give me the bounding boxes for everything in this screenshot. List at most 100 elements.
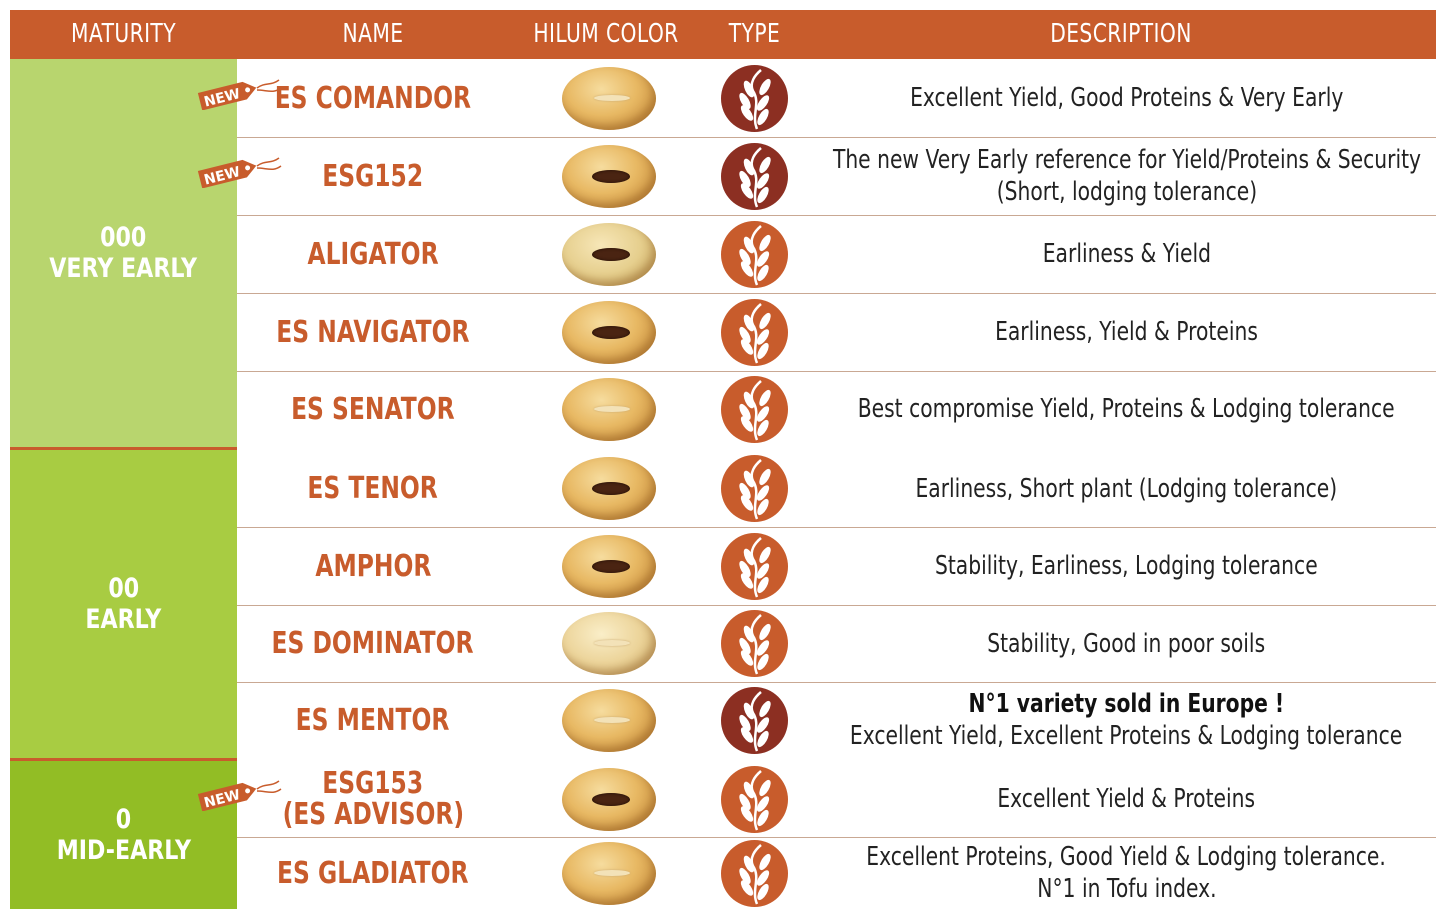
variety-name-text: ESG152 — [322, 158, 424, 194]
variety-name-text: ES SENATOR — [291, 391, 455, 427]
variety-name-text: ESG153 — [322, 766, 424, 801]
maturity-label: VERY EARLY — [49, 253, 198, 284]
hilum-mark — [592, 560, 630, 573]
description-text: Stability, Good in poor soils — [987, 628, 1266, 659]
soybean-seed-image — [562, 67, 656, 130]
header-name: NAME — [342, 19, 404, 49]
table-header: MATURITY NAME HILUM COLOR TYPE DESCRIPTI… — [10, 10, 1436, 59]
variety-name: ES COMANDOR — [237, 59, 509, 137]
hilum-mark — [594, 95, 630, 101]
soybean-plant-icon — [739, 303, 771, 364]
table-row: ESG152 The new Very Early reference for Y… — [197, 137, 1436, 215]
maturity-label: MID-EARLY — [56, 835, 191, 866]
variety-description: Excellent Yield, Good Proteins & Very Ea… — [837, 59, 1416, 137]
variety-description: Excellent Yield & Proteins — [837, 761, 1416, 837]
description-text: Excellent Yield, Excellent Proteins & Lo… — [850, 721, 1403, 751]
plant-type-badge — [721, 840, 788, 907]
hilum-mark — [592, 170, 630, 183]
soybean-plant-icon — [739, 459, 771, 520]
table-row: AMPHOR Stability, Earliness, Lodging tole… — [237, 527, 1436, 605]
soybean-plant-icon — [739, 380, 771, 441]
plant-type-badge — [721, 766, 788, 833]
hilum-mark — [594, 717, 630, 723]
soybean-plant-icon — [739, 225, 771, 286]
description-text: The new Very Early reference for Yield/P… — [832, 145, 1421, 175]
variety-name: ALIGATOR — [237, 215, 509, 293]
plant-type-badge — [721, 143, 788, 210]
row-divider — [237, 837, 1436, 838]
table-row: ES GLADIATOR Excellent Proteins, Good Yie… — [237, 837, 1436, 909]
variety-alt-name: (ES ADVISOR) — [282, 797, 464, 832]
variety-description: Earliness, Short plant (Lodging toleranc… — [837, 450, 1416, 527]
variety-description: N°1 variety sold in Europe !Excellent Yi… — [837, 682, 1416, 758]
soybean-seed-image — [562, 842, 656, 905]
header-hilum-color: HILUM COLOR — [533, 19, 679, 49]
new-badge-label: NEW — [202, 787, 242, 811]
description-highlight: N°1 variety sold in Europe ! — [968, 689, 1285, 719]
maturity-group-mid-early: 0 MID-EARLY — [10, 761, 237, 909]
variety-name: ES TENOR — [237, 450, 509, 527]
soybean-plant-icon — [739, 844, 771, 905]
plant-type-badge — [721, 533, 788, 600]
hilum-mark — [594, 406, 630, 412]
maturity-group-very-early: 000 VERY EARLY — [10, 59, 237, 447]
variety-name: ES MENTOR — [237, 682, 509, 758]
group-divider — [10, 758, 237, 761]
soybean-seed-image — [562, 612, 656, 675]
row-divider — [237, 215, 1436, 216]
variety-description: Stability, Good in poor soils — [837, 605, 1416, 682]
hilum-mark — [592, 482, 630, 495]
variety-name-text: ES TENOR — [307, 471, 439, 506]
soybean-seed-image — [562, 145, 656, 208]
description-text: Stability, Earliness, Lodging tolerance — [935, 551, 1318, 581]
variety-table: MATURITY NAME HILUM COLOR TYPE DESCRIPTI… — [10, 10, 1436, 909]
maturity-label: EARLY — [85, 604, 162, 635]
variety-name-text: AMPHOR — [314, 548, 432, 584]
maturity-group-early: 00 EARLY — [10, 450, 237, 758]
variety-description: Earliness & Yield — [837, 215, 1416, 293]
variety-description: Excellent Proteins, Good Yield & Lodging… — [837, 837, 1416, 909]
table-row: ES TENOR Earliness, Short plant (Lodging … — [237, 450, 1436, 527]
soybean-seed-image — [562, 535, 656, 598]
maturity-code: 000 — [100, 222, 147, 253]
variety-name-text: ES GLADIATOR — [277, 855, 469, 891]
soybean-plant-icon — [739, 147, 771, 208]
row-divider — [237, 527, 1436, 528]
variety-description: Earliness, Yield & Proteins — [837, 293, 1416, 371]
description-text: Best compromise Yield, Proteins & Lodgin… — [858, 394, 1395, 424]
soybean-plant-icon — [739, 691, 771, 752]
soybean-plant-icon — [739, 770, 771, 831]
soybean-plant-icon — [739, 537, 771, 598]
plant-type-badge — [721, 455, 788, 522]
variety-description: Best compromise Yield, Proteins & Lodgin… — [837, 371, 1416, 447]
row-divider — [237, 293, 1436, 294]
maturity-code: 0 — [115, 804, 132, 835]
plant-type-badge — [721, 221, 788, 288]
variety-name-text: ALIGATOR — [307, 236, 439, 272]
header-maturity: MATURITY — [70, 19, 176, 49]
table-row: ES NAVIGATOR Earliness, Yield & Proteins — [237, 293, 1436, 371]
plant-type-badge — [721, 610, 788, 677]
soybean-seed-image — [562, 301, 656, 364]
variety-name-text: ES MENTOR — [296, 702, 450, 738]
description-text: Earliness, Short plant (Lodging toleranc… — [915, 473, 1338, 504]
variety-name-text: ES NAVIGATOR — [276, 314, 470, 350]
variety-name: ESG153(ES ADVISOR) — [237, 761, 509, 837]
description-text-line2: (Short, lodging tolerance) — [996, 177, 1257, 207]
table-row: ESG153(ES ADVISOR) Excellent Yield & Prot… — [197, 761, 1436, 837]
hilum-mark — [592, 793, 630, 806]
hilum-mark — [592, 326, 630, 339]
new-badge-icon: NEW — [197, 780, 282, 811]
variety-description: The new Very Early reference for Yield/P… — [832, 137, 1420, 215]
description-text: Excellent Yield & Proteins — [997, 784, 1256, 814]
table-row: ES MENTOR N°1 variety sold in Europe !Exc… — [237, 682, 1436, 758]
variety-name: ESG152 — [237, 137, 509, 215]
description-text: Excellent Yield, Good Proteins & Very Ea… — [909, 83, 1344, 113]
description-text: Earliness & Yield — [1042, 239, 1211, 269]
new-badge-label: NEW — [202, 164, 242, 188]
soybean-seed-image — [562, 689, 656, 752]
table-row: ES COMANDOR Excellent Yield, Good Protein… — [197, 59, 1436, 137]
soybean-seed-image — [562, 768, 656, 831]
hilum-mark — [594, 870, 630, 876]
variety-name: AMPHOR — [237, 527, 509, 605]
